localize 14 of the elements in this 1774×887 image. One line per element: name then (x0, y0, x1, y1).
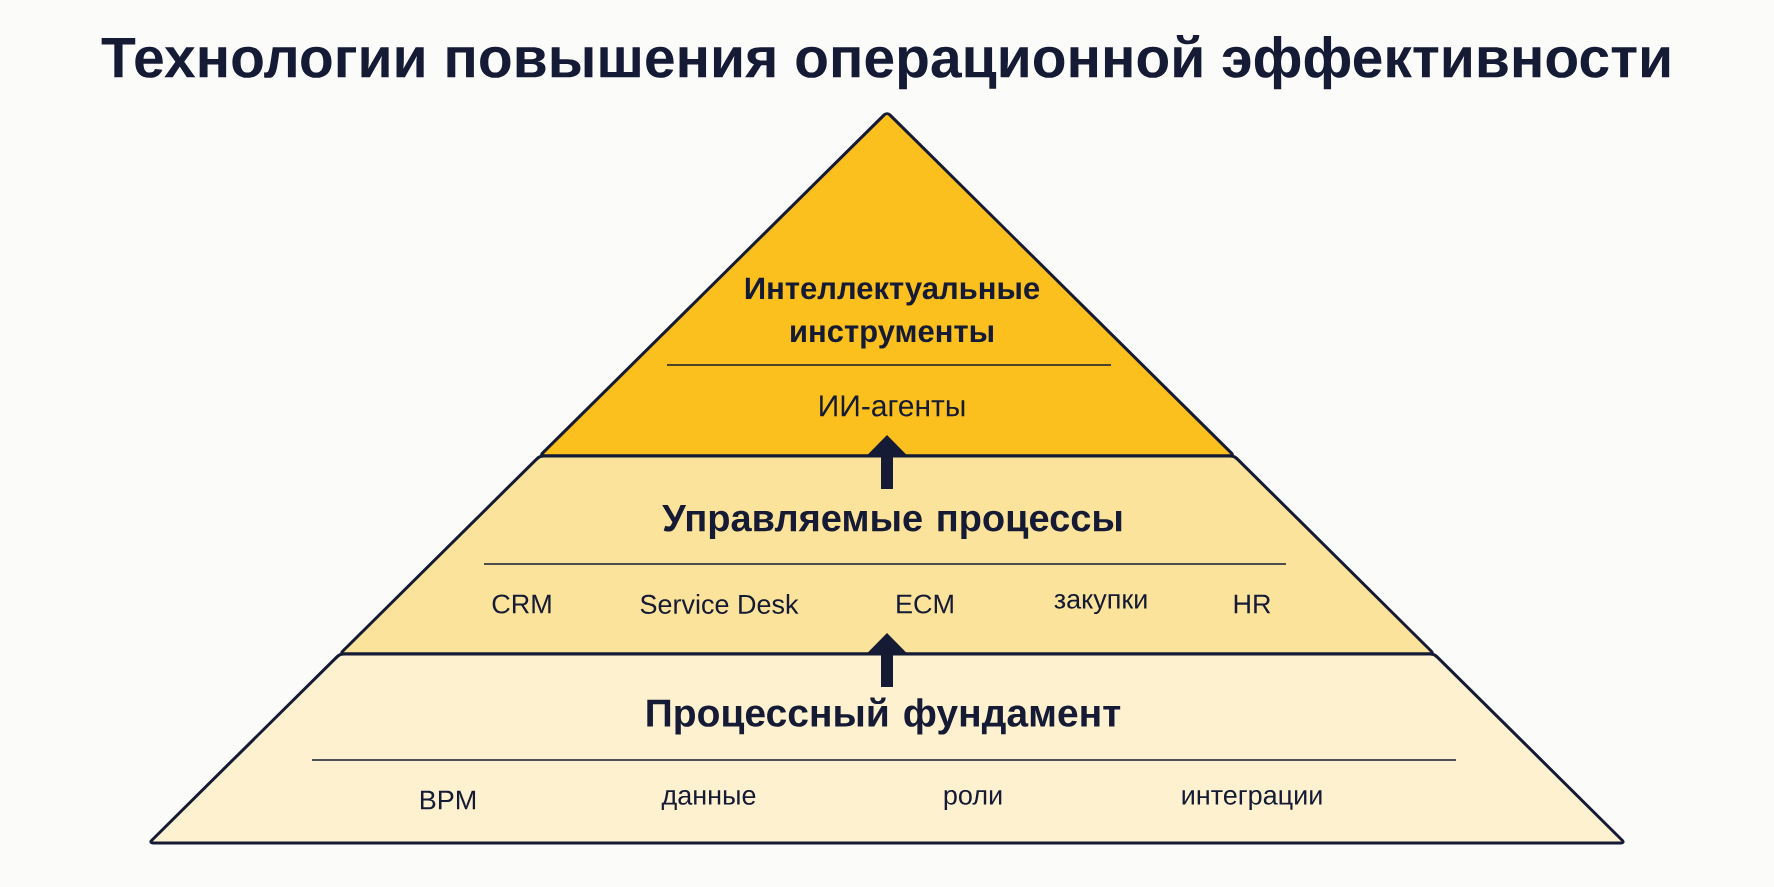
item-label: данные (661, 790, 756, 810)
item-label: BPM (420, 790, 476, 810)
title: Технологии повышения операционной эффективности (101, 34, 1670, 90)
item-label: HR (1234, 594, 1271, 614)
tier-heading: Интеллектуальные инструменты (745, 277, 1040, 349)
item-label: ИИ-агенты (820, 395, 965, 417)
item-label: интеграции (1182, 789, 1322, 811)
item-label: закупки (1054, 593, 1147, 615)
item-label: ECM (897, 594, 953, 614)
tier-heading: Процессный фундамент (647, 697, 1121, 735)
item-label: роли (944, 789, 1002, 811)
item-label: CRM (492, 594, 551, 614)
tier-heading: Управляемые процессы (662, 505, 1122, 539)
item-label: Service Desk (640, 594, 799, 614)
